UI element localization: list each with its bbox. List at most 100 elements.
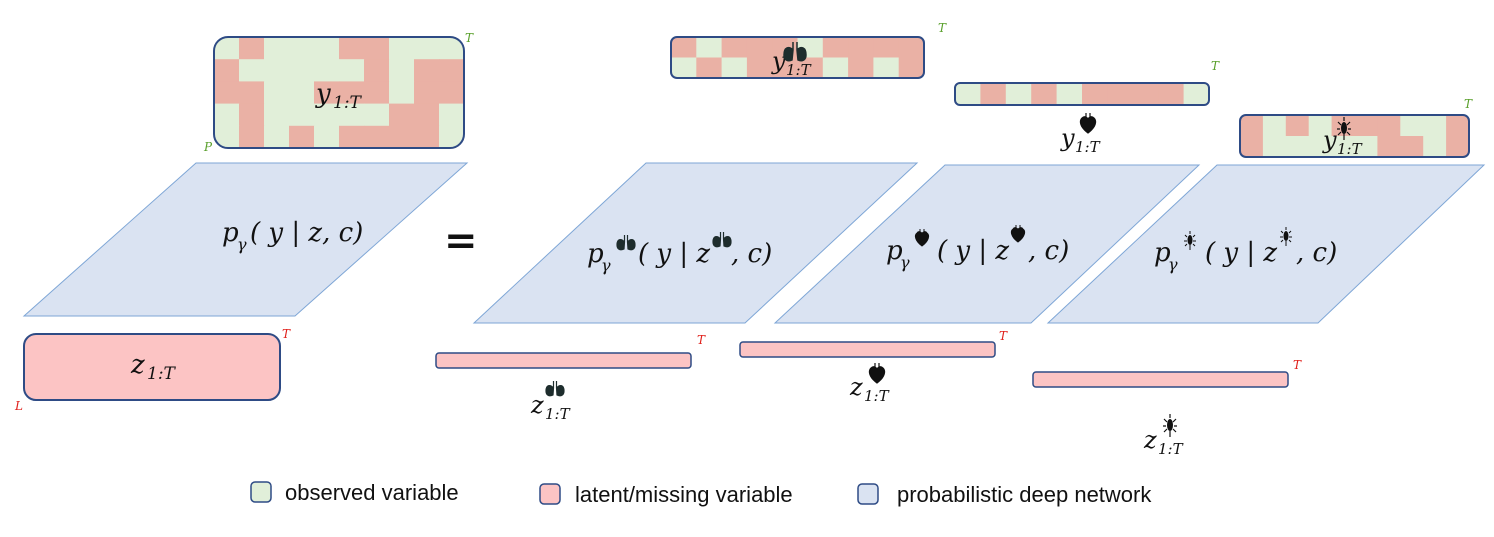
missing-cell <box>439 59 464 82</box>
observed-cell <box>1285 136 1310 157</box>
observed-cell <box>314 59 340 82</box>
heart-network-parallelogram <box>773 164 1201 324</box>
lung-latent-bar <box>435 352 692 369</box>
observed-cell <box>1423 136 1447 157</box>
left-network: p γ ( y | z, c) <box>22 162 469 317</box>
missing-cell <box>797 57 824 78</box>
lung-observed-frame <box>670 36 925 79</box>
missing-cell <box>364 81 390 105</box>
observed-cell <box>696 37 723 58</box>
lung-observed-grid <box>671 37 924 78</box>
observed-cell <box>214 103 240 127</box>
missing-cell <box>239 103 265 127</box>
heart-observed-grid <box>955 83 1209 105</box>
missing-cell <box>439 81 464 105</box>
observed-cell <box>1183 83 1209 105</box>
lung-z-label: z <box>530 391 544 419</box>
heart-z-label: z <box>849 373 863 401</box>
observed-cell <box>873 57 900 78</box>
observed-cell <box>1056 83 1083 105</box>
observed-cell <box>955 83 981 105</box>
missing-cell <box>1285 115 1310 137</box>
observed-cell <box>1423 115 1447 137</box>
heart-network-args-b: , c) <box>1028 236 1069 266</box>
missing-cell <box>1377 115 1401 137</box>
left-observed-frame <box>213 36 465 149</box>
observed-cell <box>822 57 849 78</box>
observed-cell <box>1308 115 1333 137</box>
missing-cell <box>239 125 265 148</box>
kidney-network-icon-gamma <box>1184 231 1196 250</box>
left-y-dim-p: P <box>203 140 213 154</box>
legend-swatch-network <box>857 483 879 505</box>
left-latent-box <box>23 333 281 401</box>
heart-z-dim-t: T <box>999 329 1008 343</box>
left-z-label: z <box>130 350 145 380</box>
heart-network-icon-gamma <box>914 229 930 247</box>
missing-cell <box>339 125 365 148</box>
observed-cell <box>339 103 365 127</box>
legend-label-latent: latent/missing variable <box>575 482 793 507</box>
left-z-subscript: 1:T <box>147 364 177 384</box>
lung-network: p γ ( y | z , c) <box>472 162 919 324</box>
heart-observed-block: T y 1:T <box>954 59 1220 156</box>
kidney-network-args-a: ( y | z <box>1205 238 1277 268</box>
missing-cell <box>721 37 748 58</box>
observed-cell <box>314 37 340 60</box>
left-observed-block: y 1:T T P <box>203 31 474 154</box>
missing-cell <box>1132 83 1159 105</box>
legend-label-network: probabilistic deep network <box>897 482 1152 507</box>
legend-swatch-latent <box>539 483 561 505</box>
lung-network-args-a: ( y | z <box>638 239 710 269</box>
observed-cell <box>389 59 415 82</box>
missing-cell <box>980 83 1007 105</box>
kidney-network-args-b: , c) <box>1296 238 1337 268</box>
missing-cell <box>339 37 365 60</box>
missing-cell <box>214 81 240 105</box>
observed-cell <box>264 37 290 60</box>
observed-cell <box>1262 136 1287 157</box>
missing-cell <box>898 37 924 58</box>
observed-cell <box>1400 115 1424 137</box>
lung-z-dim-t: T <box>697 333 706 347</box>
missing-cell <box>239 37 265 60</box>
observed-cell <box>264 81 290 105</box>
observed-cell <box>439 125 464 148</box>
lung-y-subscript: 1:T <box>786 61 812 79</box>
lung-observed-block: y 1:T T <box>670 21 947 79</box>
missing-cell <box>389 103 415 127</box>
equals-sign: = <box>444 217 478 264</box>
observed-cell <box>389 37 415 60</box>
observed-cell <box>264 103 290 127</box>
heart-z-icon <box>868 363 886 384</box>
kidney-z-label: z <box>1143 426 1157 454</box>
kidney-network-gamma: γ <box>1168 255 1178 274</box>
legend-item-latent: latent/missing variable <box>539 482 793 507</box>
left-y-label: y <box>315 79 331 109</box>
left-observed-grid <box>214 37 464 148</box>
missing-cell <box>1446 136 1469 157</box>
missing-cell <box>1031 83 1058 105</box>
lung-network-icon-z <box>712 232 732 248</box>
missing-cell <box>414 59 440 82</box>
observed-cell <box>314 103 340 127</box>
left-z-dim-t: T <box>282 327 291 341</box>
observed-cell <box>1262 115 1287 137</box>
kidney-y-label: y <box>1322 126 1337 154</box>
heart-network-p: p <box>886 236 903 266</box>
left-y-subscript: 1:T <box>333 93 363 113</box>
observed-cell <box>214 125 240 148</box>
missing-cell <box>214 59 240 82</box>
missing-cell <box>239 81 265 105</box>
lung-network-parallelogram <box>472 162 919 324</box>
legend-item-observed: observed variable <box>250 480 459 505</box>
missing-cell <box>314 81 340 105</box>
kidney-observed-frame <box>1239 114 1470 158</box>
observed-cell <box>414 37 440 60</box>
observed-cell <box>289 59 315 82</box>
kidney-network-p: p <box>1154 238 1171 268</box>
missing-cell <box>746 37 773 58</box>
observed-cell <box>1005 83 1032 105</box>
observed-cell <box>1308 136 1333 157</box>
